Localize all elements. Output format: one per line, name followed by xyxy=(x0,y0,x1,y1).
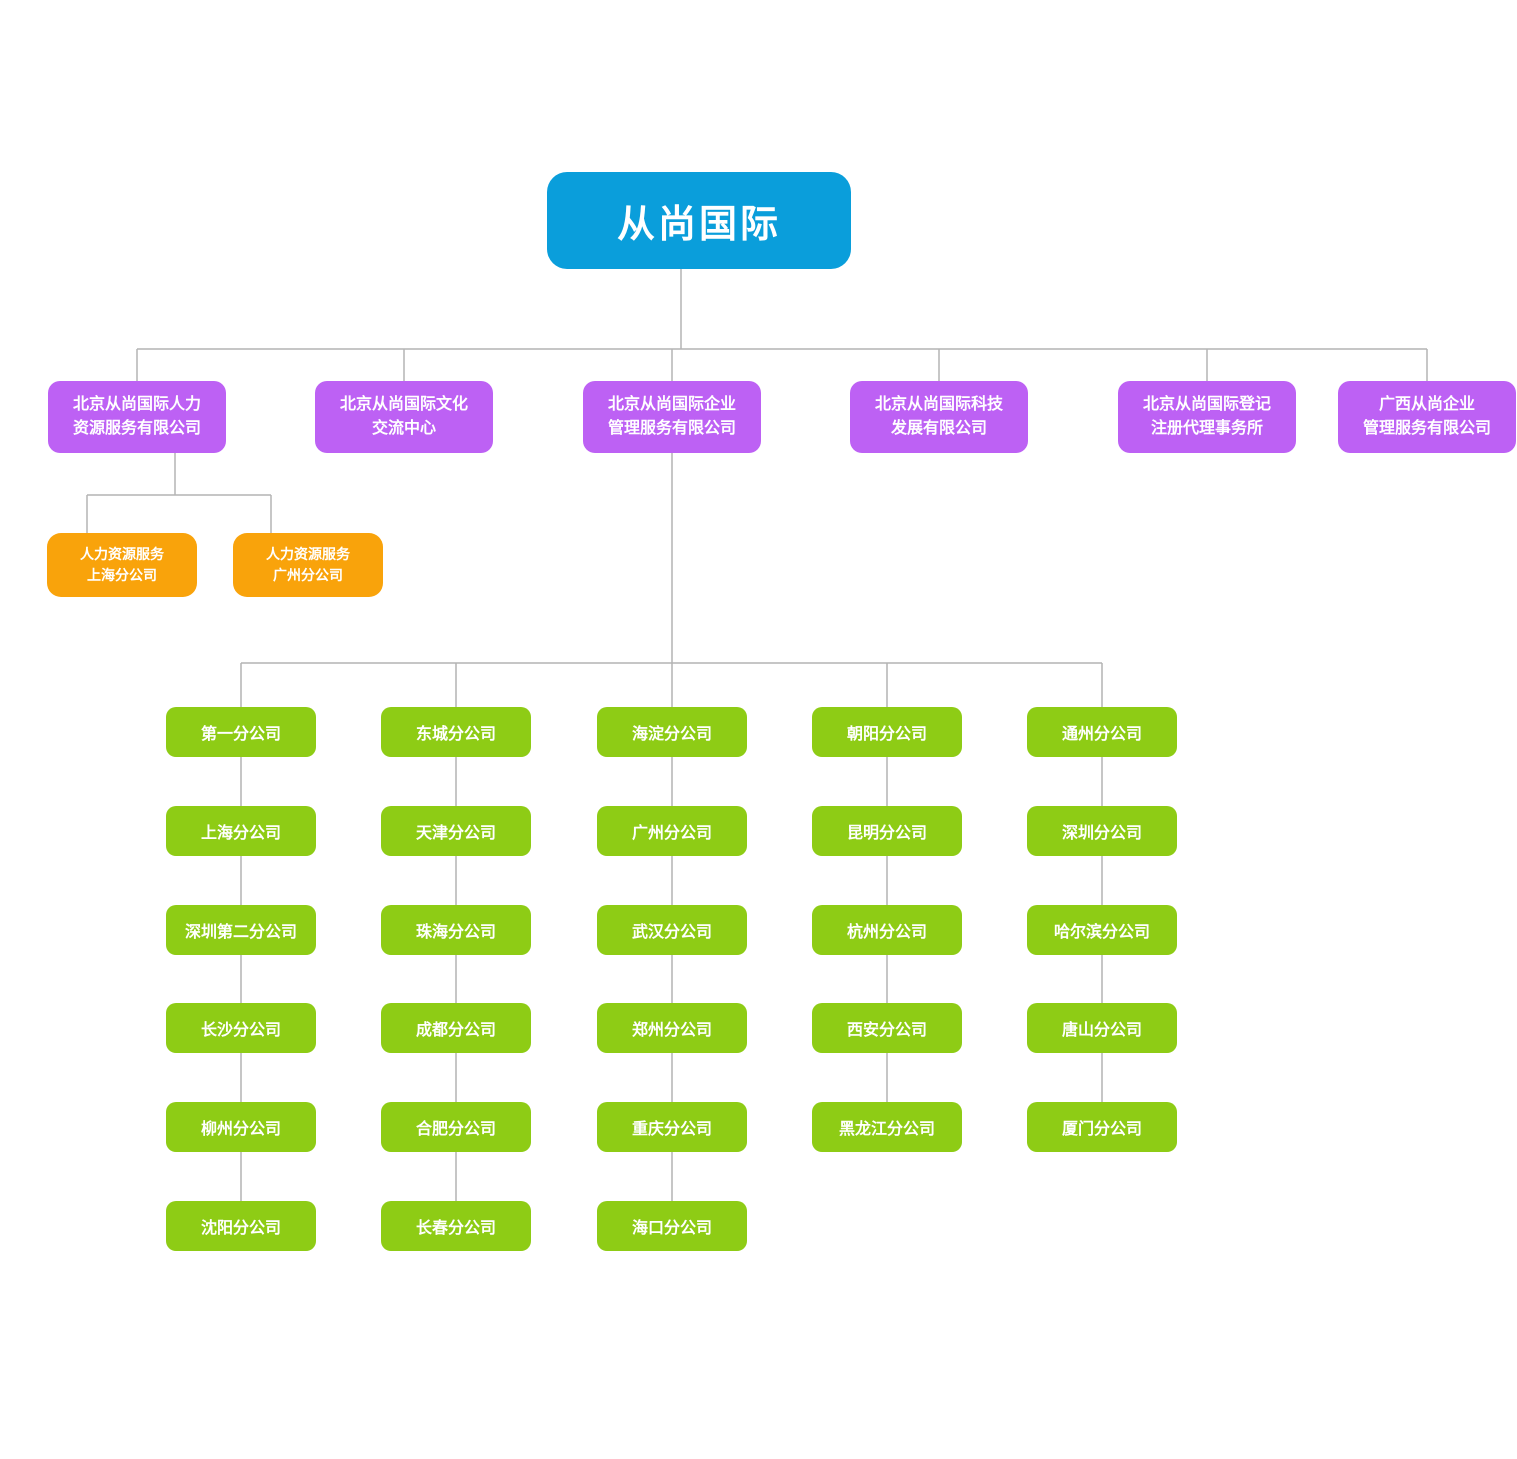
node-label: 深圳第二分公司 xyxy=(184,924,297,941)
node-label: 北京从尚国际文化 交流中心 xyxy=(339,396,468,437)
node-label: 北京从尚国际企业 管理服务有限公司 xyxy=(607,396,736,437)
branch-node-c1-r3[interactable]: 深圳第二分公司 xyxy=(166,905,316,955)
node-label: 黑龙江分公司 xyxy=(838,1121,935,1138)
branch-node-c4-r2[interactable]: 昆明分公司 xyxy=(812,806,962,856)
node-beijing-registration-agency[interactable]: 北京从尚国际登记 注册代理事务所 xyxy=(1118,381,1296,453)
node-label: 人力资源服务 广州分公司 xyxy=(266,546,350,583)
branch-node-c1-r1[interactable]: 第一分公司 xyxy=(166,707,316,757)
node-label: 长沙分公司 xyxy=(200,1022,281,1039)
node-label: 东城分公司 xyxy=(415,726,496,743)
node-beijing-hr-company[interactable]: 北京从尚国际人力 资源服务有限公司 xyxy=(48,381,226,453)
node-label: 天津分公司 xyxy=(415,825,496,842)
branch-node-c2-r6[interactable]: 长春分公司 xyxy=(381,1201,531,1251)
branch-node-c5-r3[interactable]: 哈尔滨分公司 xyxy=(1027,905,1177,955)
branch-node-c4-r4[interactable]: 西安分公司 xyxy=(812,1003,962,1053)
node-label: 深圳分公司 xyxy=(1061,825,1142,842)
branch-node-c1-r5[interactable]: 柳州分公司 xyxy=(166,1102,316,1152)
node-label: 柳州分公司 xyxy=(200,1121,281,1138)
branch-node-c3-r3[interactable]: 武汉分公司 xyxy=(597,905,747,955)
branch-node-c2-r4[interactable]: 成都分公司 xyxy=(381,1003,531,1053)
node-label: 广州分公司 xyxy=(631,825,712,842)
branch-node-c5-r4[interactable]: 唐山分公司 xyxy=(1027,1003,1177,1053)
branch-node-c4-r3[interactable]: 杭州分公司 xyxy=(812,905,962,955)
node-label: 人力资源服务 上海分公司 xyxy=(80,546,164,583)
node-label: 厦门分公司 xyxy=(1061,1121,1142,1138)
node-label: 郑州分公司 xyxy=(631,1022,712,1039)
node-label: 海淀分公司 xyxy=(631,726,712,743)
branch-node-c2-r2[interactable]: 天津分公司 xyxy=(381,806,531,856)
node-beijing-culture-center[interactable]: 北京从尚国际文化 交流中心 xyxy=(315,381,493,453)
node-label: 北京从尚国际登记 注册代理事务所 xyxy=(1142,396,1271,437)
node-label: 唐山分公司 xyxy=(1061,1022,1142,1039)
node-label: 海口分公司 xyxy=(631,1220,712,1237)
node-label: 哈尔滨分公司 xyxy=(1053,924,1150,941)
node-hr-guangzhou-branch[interactable]: 人力资源服务 广州分公司 xyxy=(233,533,383,597)
branch-node-c1-r2[interactable]: 上海分公司 xyxy=(166,806,316,856)
root-company-node[interactable]: 从尚国际 xyxy=(547,172,851,269)
branch-node-c3-r6[interactable]: 海口分公司 xyxy=(597,1201,747,1251)
branch-node-c3-r1[interactable]: 海淀分公司 xyxy=(597,707,747,757)
node-label: 杭州分公司 xyxy=(846,924,927,941)
node-label: 合肥分公司 xyxy=(415,1121,496,1138)
branch-node-c4-r5[interactable]: 黑龙江分公司 xyxy=(812,1102,962,1152)
branch-node-c3-r5[interactable]: 重庆分公司 xyxy=(597,1102,747,1152)
node-label: 西安分公司 xyxy=(846,1022,927,1039)
node-label: 昆明分公司 xyxy=(846,825,927,842)
node-label: 广西从尚企业 管理服务有限公司 xyxy=(1362,396,1491,437)
root-company-label: 从尚国际 xyxy=(616,204,781,246)
node-label: 长春分公司 xyxy=(415,1220,496,1237)
node-label: 成都分公司 xyxy=(415,1022,496,1039)
node-label: 珠海分公司 xyxy=(415,924,496,941)
branch-node-c5-r5[interactable]: 厦门分公司 xyxy=(1027,1102,1177,1152)
node-label: 第一分公司 xyxy=(200,726,281,743)
branch-node-c4-r1[interactable]: 朝阳分公司 xyxy=(812,707,962,757)
node-guangxi-enterprise-mgmt[interactable]: 广西从尚企业 管理服务有限公司 xyxy=(1338,381,1516,453)
branch-node-c2-r1[interactable]: 东城分公司 xyxy=(381,707,531,757)
node-label: 北京从尚国际科技 发展有限公司 xyxy=(874,396,1003,437)
node-label: 上海分公司 xyxy=(200,825,281,842)
branch-node-c3-r2[interactable]: 广州分公司 xyxy=(597,806,747,856)
branch-node-c1-r6[interactable]: 沈阳分公司 xyxy=(166,1201,316,1251)
node-hr-shanghai-branch[interactable]: 人力资源服务 上海分公司 xyxy=(47,533,197,597)
branch-node-c1-r4[interactable]: 长沙分公司 xyxy=(166,1003,316,1053)
node-label: 朝阳分公司 xyxy=(846,726,927,743)
node-label: 重庆分公司 xyxy=(631,1121,712,1138)
node-beijing-enterprise-mgmt[interactable]: 北京从尚国际企业 管理服务有限公司 xyxy=(583,381,761,453)
branch-node-c5-r1[interactable]: 通州分公司 xyxy=(1027,707,1177,757)
branch-node-c2-r5[interactable]: 合肥分公司 xyxy=(381,1102,531,1152)
branch-node-c2-r3[interactable]: 珠海分公司 xyxy=(381,905,531,955)
node-label: 沈阳分公司 xyxy=(200,1220,281,1237)
branch-node-c3-r4[interactable]: 郑州分公司 xyxy=(597,1003,747,1053)
node-beijing-tech-dev[interactable]: 北京从尚国际科技 发展有限公司 xyxy=(850,381,1028,453)
node-label: 北京从尚国际人力 资源服务有限公司 xyxy=(72,396,201,437)
node-label: 通州分公司 xyxy=(1061,726,1142,743)
node-label: 武汉分公司 xyxy=(631,924,712,941)
branch-node-c5-r2[interactable]: 深圳分公司 xyxy=(1027,806,1177,856)
